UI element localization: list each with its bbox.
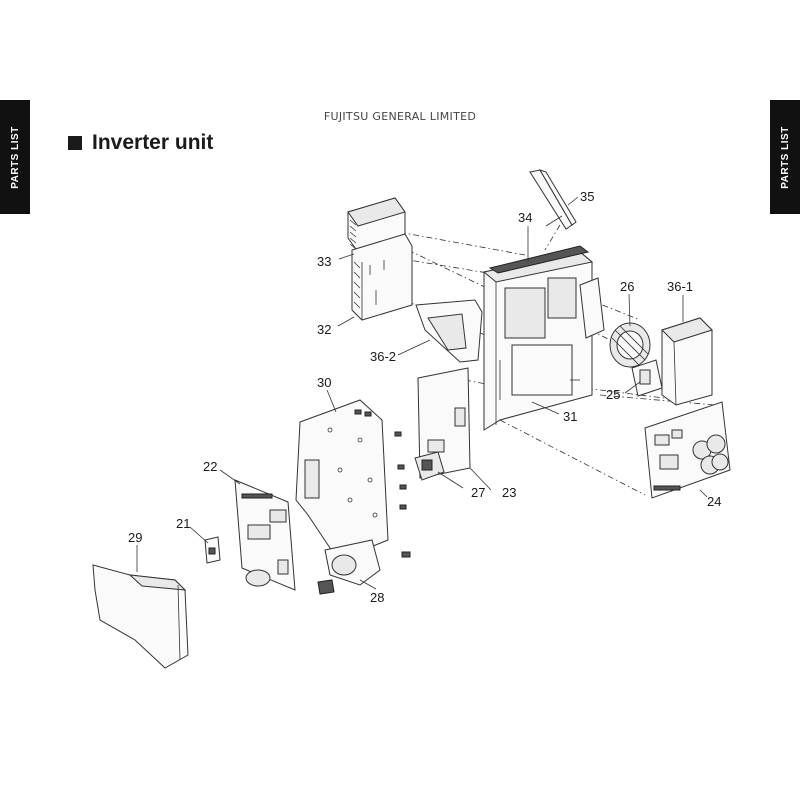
callout-labels: 35 34 33 32 36-2 31 26 36-1 25 24 23 27 … <box>128 189 721 605</box>
callout-27: 27 <box>471 485 485 500</box>
part-21-pcb <box>204 536 221 564</box>
part-26-coil <box>609 322 651 368</box>
callout-21: 21 <box>176 516 190 531</box>
callout-26: 26 <box>620 279 634 294</box>
part-27-reactor <box>414 451 445 481</box>
part-25-board <box>631 359 663 397</box>
callout-23: 23 <box>502 485 516 500</box>
part-22-pcb <box>234 479 296 591</box>
part-28-bracket <box>317 539 381 595</box>
part-30-plate <box>295 399 411 561</box>
callout-33: 33 <box>317 254 331 269</box>
callout-22: 22 <box>203 459 217 474</box>
part-29-cover <box>92 564 189 669</box>
parts-list-tab-left: PARTS LIST <box>0 100 30 214</box>
company-header: FUJITSU GENERAL LIMITED <box>323 110 477 123</box>
leader-lines <box>136 196 708 590</box>
part-35-bracket <box>529 169 577 230</box>
section-bullet-icon <box>68 136 82 150</box>
callout-35: 35 <box>580 189 594 204</box>
part-31-chassis <box>482 245 605 431</box>
callout-30: 30 <box>317 375 331 390</box>
part-36-1-cover <box>661 317 713 406</box>
parts-list-tab-right: PARTS LIST <box>770 100 800 214</box>
callout-25: 25 <box>606 387 620 402</box>
callout-28: 28 <box>370 590 384 605</box>
section-title-text: Inverter unit <box>92 131 214 154</box>
part-24-pcb <box>644 401 731 499</box>
part-23-pcb <box>417 367 471 479</box>
callout-24: 24 <box>707 494 721 509</box>
callout-29: 29 <box>128 530 142 545</box>
callout-32: 32 <box>317 322 331 337</box>
callout-31: 31 <box>563 409 577 424</box>
callout-36-1: 36-1 <box>667 279 693 294</box>
callout-34: 34 <box>518 210 532 225</box>
section-title: Inverter unit <box>68 131 213 155</box>
part-36-2-frame <box>415 299 483 363</box>
part-32-block <box>351 233 413 321</box>
callout-36-2: 36-2 <box>370 349 396 364</box>
